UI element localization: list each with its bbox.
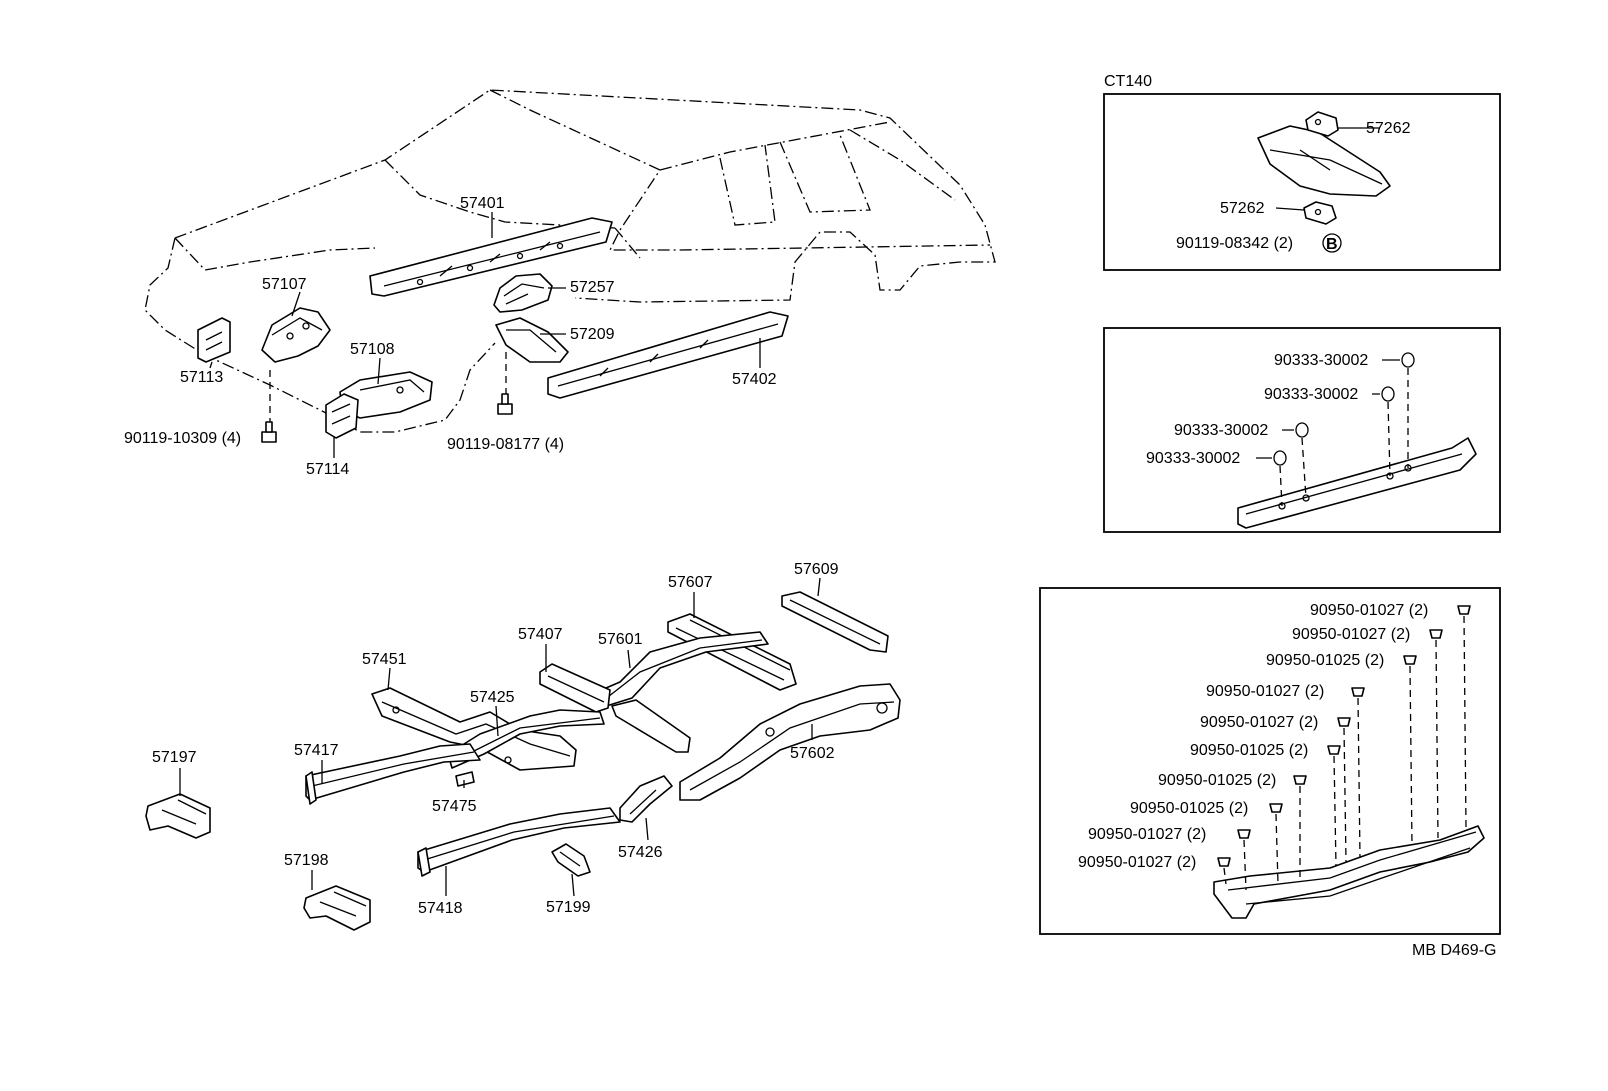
label-57601: 57601 xyxy=(598,631,643,648)
plug-box-1-member xyxy=(1237,437,1477,529)
plug-icon xyxy=(1381,386,1395,402)
label-plug2-1: 90950-01027 (2) xyxy=(1292,626,1410,643)
label-57257: 57257 xyxy=(570,279,615,296)
part-57197-bracket xyxy=(145,793,211,839)
plug-icons-set-2 xyxy=(1217,605,1471,891)
label-57475: 57475 xyxy=(432,798,477,815)
plug-icon xyxy=(1403,655,1417,665)
part-57426-link xyxy=(619,775,673,823)
label-57401: 57401 xyxy=(460,195,505,212)
label-plug2-4: 90950-01027 (2) xyxy=(1200,714,1318,731)
part-57198-bracket xyxy=(303,885,371,931)
label-plug2-2: 90950-01025 (2) xyxy=(1266,652,1384,669)
part-57451-frame xyxy=(371,687,577,771)
label-57209: 57209 xyxy=(570,326,615,343)
ct140-box xyxy=(1103,93,1501,271)
label-57451: 57451 xyxy=(362,651,407,668)
label-57113: 57113 xyxy=(180,369,223,386)
label-57262-upper: 57262 xyxy=(1366,120,1411,137)
ct140-crossmember xyxy=(1257,125,1391,197)
bolt-marker-letter: B xyxy=(1326,236,1338,253)
plug-icon xyxy=(1327,745,1341,755)
diagram-code: MB D469-G xyxy=(1412,942,1496,959)
part-57401-rail xyxy=(369,217,613,297)
plug-icon xyxy=(1429,629,1443,639)
label-57609: 57609 xyxy=(794,561,839,578)
part-57609-crossmember xyxy=(781,591,889,653)
plug-icon xyxy=(1273,450,1287,466)
part-57602-frame xyxy=(679,683,901,801)
bolt-90119-10309-icon xyxy=(261,370,277,443)
part-57607-crossmember xyxy=(667,613,797,691)
bolt-marker-circle xyxy=(1322,233,1342,253)
label-57418: 57418 xyxy=(418,900,463,917)
plug-icon xyxy=(1237,829,1251,839)
plug-icon xyxy=(1457,605,1471,615)
label-plug2-3: 90950-01027 (2) xyxy=(1206,683,1324,700)
plug-icon xyxy=(1293,775,1307,785)
part-57475-clip xyxy=(455,771,475,787)
label-90119-10309: 90119-10309 (4) xyxy=(124,430,241,447)
label-plug1-0: 90333-30002 xyxy=(1274,352,1368,369)
part-57402-rocker xyxy=(547,311,789,399)
part-57601-frame xyxy=(591,631,769,753)
bolt-90119-08177-icon xyxy=(497,352,513,415)
leader-lines-frame xyxy=(179,577,821,897)
ct140-title: CT140 xyxy=(1104,73,1152,90)
label-57407: 57407 xyxy=(518,626,563,643)
label-90119-08177: 90119-08177 (4) xyxy=(447,436,564,453)
label-57198: 57198 xyxy=(284,852,329,869)
car-body-outline xyxy=(144,89,996,433)
label-57425: 57425 xyxy=(470,689,515,706)
part-57113-bracket xyxy=(197,317,231,363)
label-plug1-2: 90333-30002 xyxy=(1174,422,1268,439)
label-plug2-7: 90950-01025 (2) xyxy=(1130,800,1248,817)
label-57197: 57197 xyxy=(152,749,197,766)
label-90119-08342: 90119-08342 (2) xyxy=(1176,235,1293,252)
label-plug2-5: 90950-01025 (2) xyxy=(1190,742,1308,759)
plug-icon xyxy=(1269,803,1283,813)
part-57114-bracket xyxy=(325,393,359,439)
mount-57262-upper-icon xyxy=(1305,111,1339,137)
label-plug2-0: 90950-01027 (2) xyxy=(1310,602,1428,619)
label-57602: 57602 xyxy=(790,745,835,762)
plug-icon xyxy=(1217,857,1231,867)
label-57417: 57417 xyxy=(294,742,339,759)
part-57107-bracket xyxy=(261,307,331,363)
plug-icon xyxy=(1401,352,1415,368)
label-57262-lower: 57262 xyxy=(1220,200,1265,217)
leader-lines-top xyxy=(209,212,761,458)
plug-box-2 xyxy=(1039,587,1501,935)
part-57199-bracket xyxy=(551,843,591,877)
label-plug1-1: 90333-30002 xyxy=(1264,386,1358,403)
part-57257-bracket xyxy=(493,273,553,313)
part-57417-frame xyxy=(305,743,481,805)
label-57107: 57107 xyxy=(262,276,307,293)
plug-box-2-member xyxy=(1213,825,1485,919)
label-plug1-3: 90333-30002 xyxy=(1146,450,1240,467)
label-plug2-6: 90950-01025 (2) xyxy=(1158,772,1276,789)
label-57426: 57426 xyxy=(618,844,663,861)
plug-icon xyxy=(1337,717,1351,727)
plug-icon xyxy=(1351,687,1365,697)
label-57114: 57114 xyxy=(306,461,349,478)
label-57607: 57607 xyxy=(668,574,713,591)
label-plug2-9: 90950-01027 (2) xyxy=(1078,854,1196,871)
label-57108: 57108 xyxy=(350,341,395,358)
plug-icon xyxy=(1295,422,1309,438)
plug-icons-set-1 xyxy=(1256,352,1415,507)
leader-57262-lower xyxy=(1275,207,1305,211)
part-57209-bracket xyxy=(495,317,569,363)
label-plug2-8: 90950-01027 (2) xyxy=(1088,826,1206,843)
label-57402: 57402 xyxy=(732,371,777,388)
mount-57262-lower-icon xyxy=(1303,201,1337,225)
plug-box-1 xyxy=(1103,327,1501,533)
label-57199: 57199 xyxy=(546,899,591,916)
part-57407-bracket xyxy=(539,663,611,713)
part-57418-frame xyxy=(417,807,621,877)
